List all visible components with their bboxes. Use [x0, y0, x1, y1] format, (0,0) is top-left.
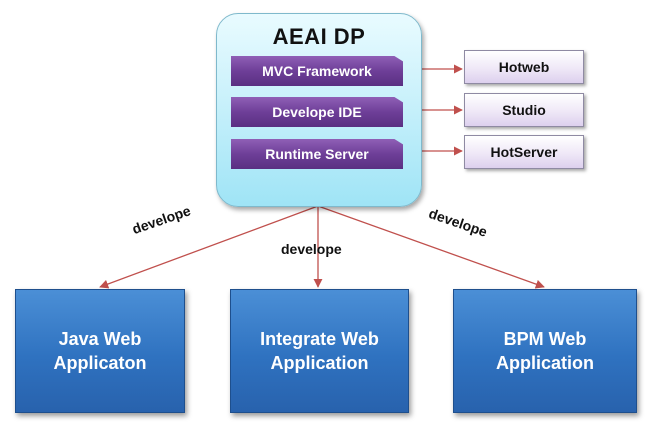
- app-java-web: Java Web Applicaton: [15, 289, 185, 413]
- app-java-web-line2: Applicaton: [53, 353, 147, 373]
- module-develope-ide: Develope IDE: [231, 97, 403, 127]
- arrow-platform-to-java-web: [99, 205, 319, 289]
- aeai-dp-platform: AEAI DP MVC Framework Develope IDE Runti…: [216, 13, 422, 207]
- product-studio: Studio: [464, 93, 584, 127]
- module-mvc-framework: MVC Framework: [231, 56, 403, 86]
- app-integrate-web: Integrate Web Application: [230, 289, 409, 413]
- app-integrate-web-line2: Application: [270, 353, 369, 373]
- platform-title: AEAI DP: [272, 24, 366, 49]
- edge-label-middle: develope: [281, 241, 342, 257]
- app-bpm-web: BPM Web Application: [453, 289, 637, 413]
- app-java-web-line1: Java Web: [58, 329, 142, 349]
- arrow-platform-to-bpm-web: [317, 205, 545, 289]
- product-hotserver: HotServer: [464, 135, 584, 169]
- app-bpm-web-line1: BPM Web: [503, 329, 587, 349]
- app-integrate-web-line1: Integrate Web: [260, 329, 379, 349]
- module-runtime-server: Runtime Server: [231, 139, 403, 169]
- product-hotweb: Hotweb: [464, 50, 584, 84]
- app-bpm-web-line2: Application: [496, 353, 594, 373]
